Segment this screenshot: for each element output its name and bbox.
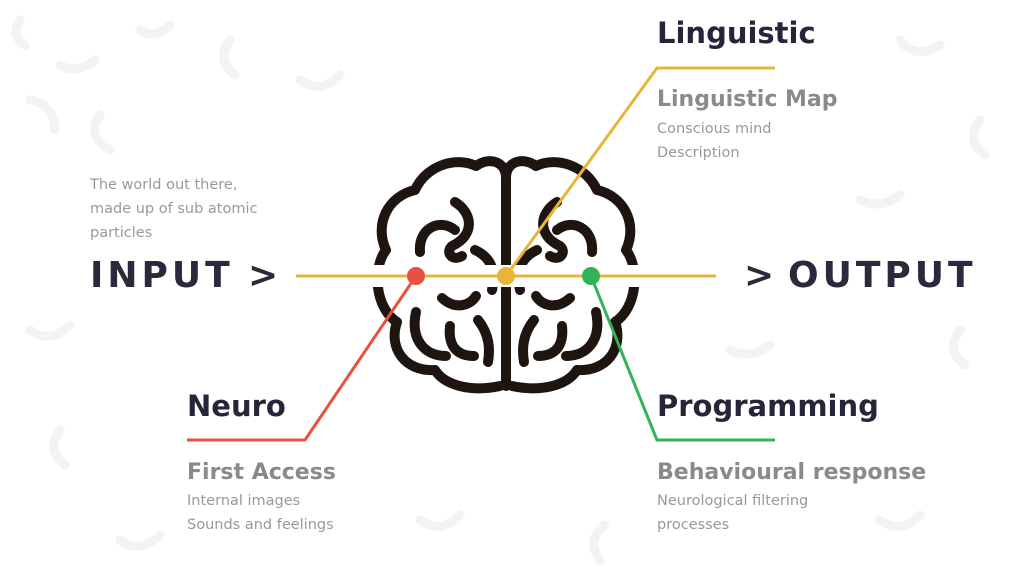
input-chevron-icon: > xyxy=(248,255,279,296)
neuro-title: Neuro xyxy=(187,389,286,423)
programming-title: Programming xyxy=(657,389,879,423)
linguistic-line: Description xyxy=(657,145,740,161)
neuro-lines: Internal images Sounds and feelings xyxy=(187,489,334,537)
linguistic-line: Conscious mind xyxy=(657,121,772,137)
neuro-line: Internal images xyxy=(187,493,301,509)
neuro-subtitle: First Access xyxy=(187,460,336,485)
programming-line: Neurological filtering xyxy=(657,493,809,509)
programming-subtitle: Behavioural response xyxy=(657,460,927,485)
linguistic-dot xyxy=(497,267,515,285)
output-label: OUTPUT xyxy=(788,255,977,296)
neuro-connector xyxy=(187,275,418,442)
input-desc-line: made up of sub atomic xyxy=(90,201,258,217)
linguistic-lines: Conscious mind Description xyxy=(657,117,772,165)
programming-lines: Neurological filtering processes xyxy=(657,489,808,537)
linguistic-subtitle: Linguistic Map xyxy=(657,87,838,112)
programming-dot xyxy=(582,267,600,285)
neuro-line: Sounds and feelings xyxy=(187,517,334,533)
output-chevron-icon: > xyxy=(744,255,775,296)
input-desc-line: particles xyxy=(90,225,153,241)
neuro-dot xyxy=(407,267,425,285)
programming-connector xyxy=(589,275,775,442)
input-desc-line: The world out there, xyxy=(90,177,238,193)
input-label: INPUT xyxy=(90,255,234,296)
programming-line: processes xyxy=(657,517,730,533)
input-description: The world out there, made up of sub atom… xyxy=(90,173,257,245)
linguistic-connector xyxy=(504,66,775,277)
linguistic-title: Linguistic xyxy=(657,16,816,50)
